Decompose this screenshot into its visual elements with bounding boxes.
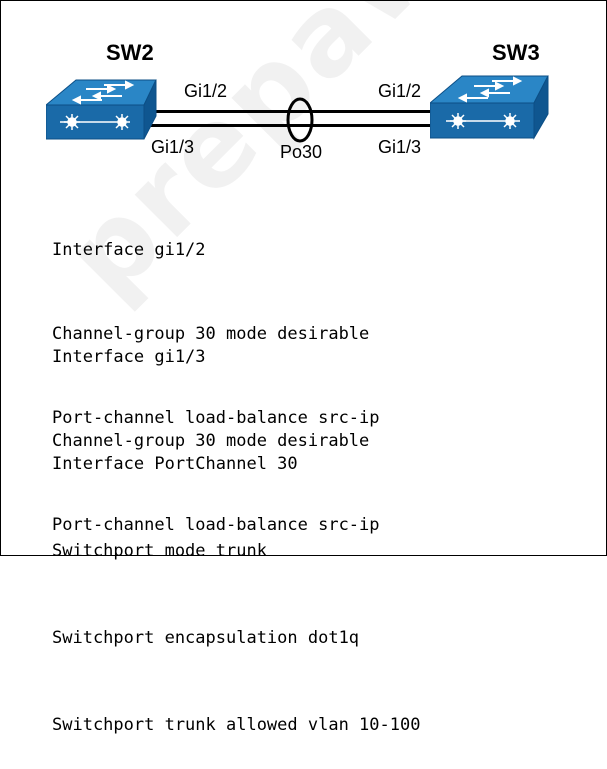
config-line: Channel-group 30 mode desirable xyxy=(52,324,370,344)
sw2-port-gi1-3: Gi1/3 xyxy=(151,137,195,157)
sw2-label: SW2 xyxy=(106,40,154,65)
config-line: Interface gi1/2 xyxy=(52,240,206,260)
sw3-port-gi1-3: Gi1/3 xyxy=(378,137,422,157)
switch-sw3-icon xyxy=(430,75,549,140)
sw2-port-gi1-2: Gi1/2 xyxy=(184,81,228,101)
config-line: Port-channel load-balance src-ip xyxy=(52,515,380,535)
config-block-gi1-2: Interface gi1/2 Channel-group 30 mode de… xyxy=(52,180,380,460)
sw3-port-gi1-2: Gi1/2 xyxy=(378,81,422,101)
link-gi1-3 xyxy=(140,124,442,127)
sw3-label: SW3 xyxy=(492,40,540,65)
config-line: Interface PortChannel 30 xyxy=(52,454,298,474)
config-block-gi1-3: Interface gi1/3 Channel-group 30 mode de… xyxy=(52,287,380,567)
portchannel-ellipse xyxy=(286,97,314,143)
config-line: Channel-group 30 mode desirable xyxy=(52,431,370,451)
switch-sw2-icon xyxy=(46,79,157,140)
link-gi1-2 xyxy=(140,110,442,113)
config-block-portchannel: Interface PortChannel 30 Switchport mode… xyxy=(52,392,420,769)
config-line: Switchport mode trunk xyxy=(52,541,267,561)
config-line: Port-channel load-balance src-ip xyxy=(52,408,380,428)
config-line: Switchport encapsulation dot1q xyxy=(52,628,360,648)
config-line: Switchport trunk allowed vlan 10-100 xyxy=(52,715,421,735)
portchannel-label: Po30 xyxy=(280,142,323,162)
config-line: Interface gi1/3 xyxy=(52,347,206,367)
